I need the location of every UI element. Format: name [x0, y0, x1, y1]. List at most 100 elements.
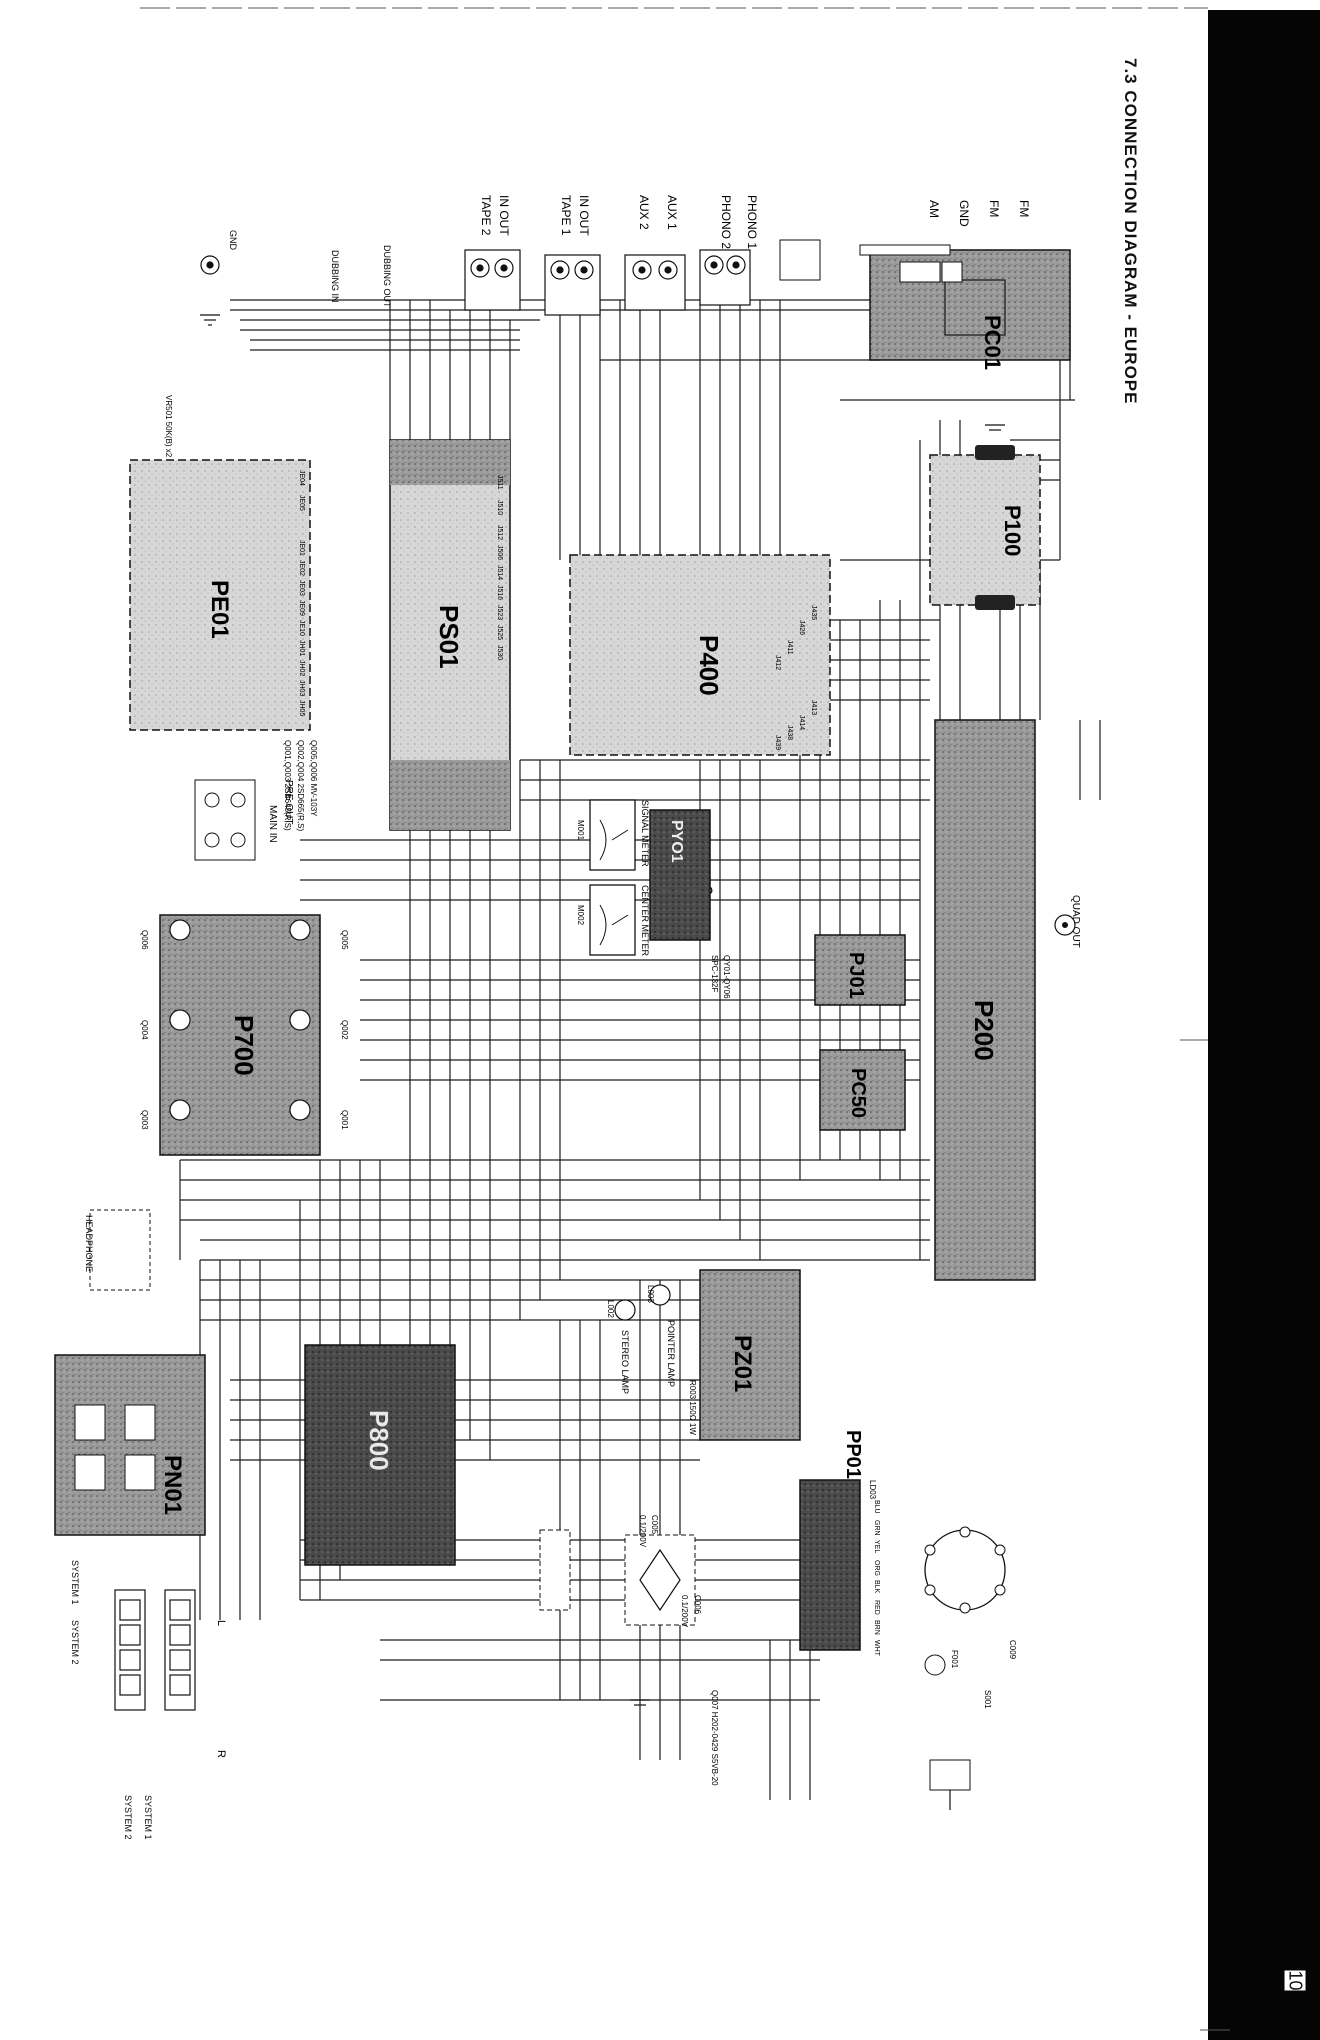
- ps01-pin-2: J512: [496, 525, 503, 540]
- board-pe01: PE01: [129, 459, 311, 731]
- system2-bottom-label: SYSTEM 2: [123, 1795, 133, 1840]
- ps01-pin-3: J506: [496, 545, 503, 560]
- system2-label: SYSTEM 2: [70, 1620, 80, 1665]
- wire-grn: GRN: [873, 1520, 880, 1536]
- board-label-pz01: PZ01: [729, 1335, 756, 1392]
- wire-blu: BLU: [873, 1500, 880, 1514]
- diode-bridge-label: Q007 H202-0429 S5VB-20: [710, 1690, 719, 1786]
- vr-label: VR501 50K(B) x2: [164, 395, 173, 458]
- resistor-label: R003 150Ω 1W: [688, 1380, 697, 1435]
- gnd-label: GND: [957, 200, 971, 227]
- p400-pin-1: J426: [798, 620, 805, 635]
- pe01-pins: JE04 JE05 JE01 JE02 JE03 JE09 JE10 JH01 …: [298, 470, 305, 716]
- board-label-p700: P700: [229, 1015, 259, 1076]
- stereo-lamp-label: STEREO LAMP: [620, 1330, 630, 1394]
- system1-label: SYSTEM 1: [70, 1560, 80, 1605]
- wire-blk: BLK: [873, 1580, 880, 1594]
- q001-label: Q001: [340, 1110, 349, 1130]
- board-label-ps01: PS01: [434, 605, 464, 669]
- wire-org: ORG: [873, 1560, 880, 1576]
- p400-pin-2: J411: [786, 640, 793, 655]
- phono1-label: PHONO 1: [745, 195, 759, 249]
- board-p100: P100: [929, 445, 1041, 610]
- scan-black-edge: [1208, 10, 1320, 2040]
- left-label: L: [215, 1620, 227, 1626]
- transistor-notes: Q001,Q003 2SB645(R,S) Q002,Q004 2SD665(R…: [140, 395, 349, 1130]
- p400-pin-0: J435: [810, 605, 817, 620]
- board-pn01: PN01: [54, 1354, 206, 1536]
- board-pc50: PC50: [819, 1049, 906, 1131]
- c005-value: 0.1/200V: [638, 1515, 647, 1548]
- q004-label: Q004: [140, 1020, 149, 1040]
- am-label: AM: [927, 200, 941, 218]
- p400-pin-7: J439: [774, 735, 781, 750]
- m001-label: M001: [576, 820, 585, 841]
- tape1-label: TAPE 1: [559, 195, 573, 236]
- pe01-pin-5: JE09: [298, 600, 305, 616]
- p400-pins: J435 J426 J411 J412 J413 J414 J438 J439: [774, 605, 817, 750]
- q003-label: Q003: [140, 1110, 149, 1130]
- tape1-io-label: IN OUT: [577, 195, 591, 236]
- m002-label: M002: [576, 905, 585, 926]
- aux2-label: AUX 2: [637, 195, 651, 230]
- ps01-pin-1: J510: [496, 500, 503, 515]
- board-p200: P200: [934, 719, 1036, 1281]
- page-title: 7.3 CONNECTION DIAGRAM - EUROPE: [1121, 58, 1140, 405]
- diode-label: QY01-QY06: [722, 955, 731, 999]
- ld03-label: LD03: [868, 1480, 877, 1500]
- board-pz01: PZ01: [699, 1269, 801, 1441]
- ps01-pin-7: J525: [496, 625, 503, 640]
- pe01-pin-2: JE01: [298, 540, 305, 556]
- system1-bottom-label: SYSTEM 1: [143, 1795, 153, 1840]
- center-meter-label: CENTER METER: [640, 885, 650, 957]
- board-label-p400: P400: [694, 635, 724, 696]
- switch-label: S001: [983, 1690, 992, 1709]
- pe01-pin-9: JH03: [298, 680, 305, 696]
- pe01-pin-10: JH05: [298, 700, 305, 716]
- output-labels: QUAD OUT PRE OUT MAIN IN HEADPHONE SYSTE…: [70, 779, 1081, 1840]
- board-label-pc50: PC50: [847, 1068, 869, 1118]
- wire-wht: WHT: [873, 1640, 880, 1657]
- pe01-pin-0: JE04: [298, 470, 305, 486]
- ground-symbols: [200, 314, 1005, 1706]
- ps01-pin-4: J514: [496, 565, 503, 580]
- board-pyo1: PYO1 SIGNAL METER M001 CENTER METER M002…: [576, 799, 731, 999]
- pointer-lamp-label: POINTER LAMP: [666, 1320, 676, 1387]
- q002-label: Q002: [340, 1020, 349, 1040]
- tape2-io-label: IN OUT: [497, 195, 511, 236]
- c009-label: C009: [1008, 1640, 1017, 1660]
- c006-label: C006: [693, 1595, 702, 1615]
- center-meter: CENTER METER M002: [576, 884, 650, 957]
- q005-label: Q005: [340, 930, 349, 950]
- p400-pin-6: J438: [786, 725, 793, 740]
- board-label-pn01: PN01: [159, 1455, 186, 1515]
- dubbing-out-label: DUBBING OUT: [382, 245, 392, 308]
- p400-pin-3: J412: [774, 655, 781, 670]
- ps01-pins: J511 J510 J512 J506 J514 J516 J523 J525 …: [496, 475, 503, 660]
- c005-label: C005: [650, 1515, 659, 1535]
- signal-meter: SIGNAL METER M001: [576, 799, 650, 871]
- ps01-pin-6: J523: [496, 605, 503, 620]
- q006-label: Q006: [140, 930, 149, 950]
- pe01-pin-6: JE10: [298, 620, 305, 636]
- board-pc01: PC01: [869, 249, 1071, 370]
- board-ps01: PS01: [389, 439, 511, 831]
- board-pp01: PP01: [799, 1430, 864, 1651]
- ps01-pin-5: J516: [496, 585, 503, 600]
- fuse-label: F001: [950, 1650, 959, 1669]
- phono2-label: PHONO 2: [719, 195, 733, 249]
- wire-brn: BRN: [873, 1620, 880, 1635]
- quad-out-label: QUAD OUT: [1070, 895, 1081, 948]
- ps01-pin-0: J511: [496, 475, 503, 490]
- pre-out-label: PRE OUT: [283, 780, 294, 824]
- wire-red: RED: [873, 1600, 880, 1615]
- tape2-label: TAPE 2: [479, 195, 493, 236]
- lamp-section: STEREO LAMP L002 POINTER LAMP L003 R003 …: [606, 1284, 697, 1435]
- stereo-lamp-ref: L002: [606, 1300, 615, 1318]
- pe01-pin-8: JH02: [298, 660, 305, 676]
- main-in-label: MAIN IN: [267, 805, 278, 843]
- dubbing-in-label: DUBBING IN: [330, 250, 340, 303]
- board-p800: P800: [304, 1344, 456, 1566]
- pe01-pin-4: JE03: [298, 580, 305, 596]
